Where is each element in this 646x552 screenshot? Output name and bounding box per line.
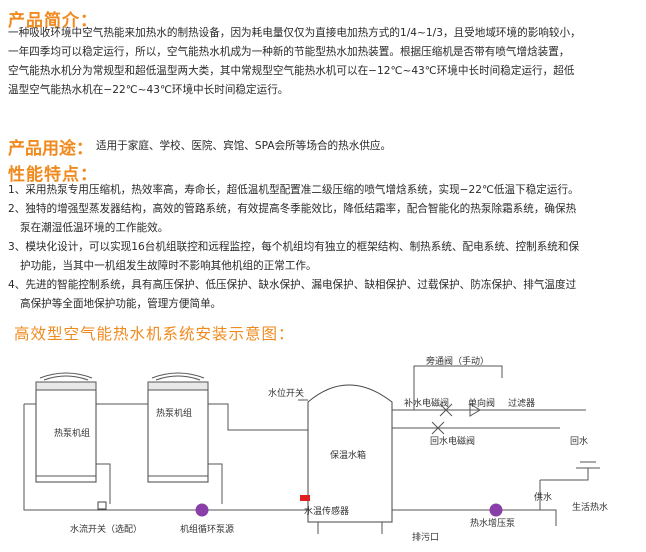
feature-item-cont: 泵在潮湿低温环境的工作能效。 xyxy=(20,222,169,234)
features-list: 1、采用热泵专用压缩机，热效率高，寿命长，超低温机型配置准二级压缩的喷气增焓系统… xyxy=(8,181,642,314)
temp-sensor-icon xyxy=(300,495,310,501)
usage-text: 适用于家庭、学校、医院、宾馆、SPA会所等场合的热水供应。 xyxy=(96,140,392,152)
flow-switch-icon xyxy=(97,501,107,510)
unit1-label: 热泵机组 xyxy=(54,427,90,439)
usage-title: 产品用途： xyxy=(8,139,93,159)
return-water-label: 回水 xyxy=(570,435,588,447)
heat-pump-unit-1 xyxy=(35,372,97,483)
drain-label: 排污口 xyxy=(412,531,439,543)
system-installation-diagram: 热泵机组 热泵机组 水位开关 保温水箱 水温传感器 旁通阀（手动） 补水电磁阀 … xyxy=(23,355,608,543)
makeup-valve-label: 补水电磁阀 xyxy=(404,397,449,409)
intro-title: 产品简介： xyxy=(8,11,98,31)
feature-item-cont: 护功能，当其中一机组发生故障时不影响其他机组的正常工作。 xyxy=(20,260,317,272)
feature-item: 4、先进的智能控制系统，具有高压保护、低压保护、缺水保护、漏电保护、缺相保护、过… xyxy=(8,279,577,291)
feature-item: 2、独特的增强型蒸发器结构，高效的管路系统，有效提高冬季能效比，降低结霜率，配合… xyxy=(8,203,577,215)
feature-item: 1、采用热泵专用压缩机，热效率高，寿命长，超低温机型配置准二级压缩的喷气增焓系统… xyxy=(8,184,579,196)
features-title: 性能特点： xyxy=(8,165,98,185)
heat-pump-unit-2 xyxy=(147,372,209,483)
supply-water-label: 供水 xyxy=(534,491,552,503)
feature-item: 3、模块化设计，可以实现16台机组联控和远程监控，每个机组均有独立的框架结构、制… xyxy=(8,241,580,253)
level-switch-label: 水位开关 xyxy=(268,387,304,399)
intro-line: 温型空气能热水机在−22℃~43℃环境中长时间稳定运行。 xyxy=(8,84,289,96)
intro-line: 一种吸收环境中空气热能来加热水的制热设备，因为耗电量仅仅为直接电加热方式的1/4… xyxy=(8,27,581,39)
circ-pump-label: 机组循环泵源 xyxy=(180,523,234,535)
intro-line: 空气能热水机分为常规型和超低温型两大类，其中常规型空气能热水机可以在−12℃~4… xyxy=(8,65,575,77)
feature-item-cont: 高保护等全面地保护功能，管理方便简单。 xyxy=(20,298,222,310)
diagram-title: 高效型空气能热水机系统安装示意图： xyxy=(14,325,295,343)
booster-pump-icon xyxy=(489,503,503,517)
unit2-label: 热泵机组 xyxy=(156,407,192,419)
flow-switch-label: 水流开关（选配） xyxy=(70,523,142,535)
intro-line: 一年四季均可以稳定运行，所以，空气能热水机成为一种新的节能型热水加热装置。根据压… xyxy=(8,46,570,58)
circulation-pump-icon xyxy=(195,503,209,517)
tank-label: 保温水箱 xyxy=(330,449,366,461)
domestic-hot-water-label: 生活热水 xyxy=(572,501,608,513)
filter-label: 过滤器 xyxy=(508,397,535,409)
bypass-valve-label: 旁通阀（手动） xyxy=(426,355,489,367)
insulated-water-tank xyxy=(307,384,393,534)
booster-pump-label: 热水增压泵 xyxy=(470,517,515,529)
temp-sensor-label: 水温传感器 xyxy=(304,505,349,517)
intro-paragraph: 一种吸收环境中空气热能来加热水的制热设备，因为耗电量仅仅为直接电加热方式的1/4… xyxy=(8,24,640,100)
check-valve-label: 单向阀 xyxy=(468,397,495,409)
return-valve-label: 回水电磁阀 xyxy=(430,435,475,447)
